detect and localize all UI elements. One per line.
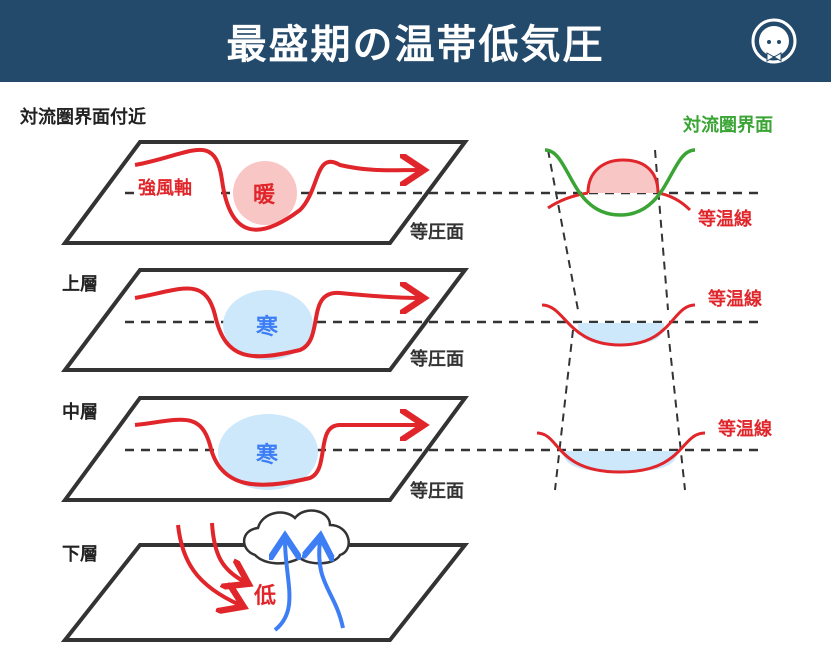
warm-label: 暖 (253, 183, 276, 208)
isobaric-surface-label: 等圧面 (410, 221, 464, 243)
jet-axis-label: 強風軸 (138, 177, 192, 199)
cross-section: 対流圏界面 等温線 等温線 等温線 (536, 114, 773, 491)
isotherm-label: 等温線 (708, 288, 762, 310)
jet-stream-arrow (134, 420, 420, 487)
low-label: 低 (253, 584, 276, 609)
tropopause-near-label: 対流圏界面付近 (19, 106, 146, 128)
cold-area (218, 414, 318, 490)
isobaric-surface-label: 等圧面 (410, 480, 464, 502)
cold-area (223, 290, 313, 360)
cold-label: 寒 (256, 442, 278, 468)
updraft-arrow (319, 540, 345, 629)
inflow-arrow (210, 522, 245, 582)
tropopause-label: 対流圏界面 (682, 114, 773, 136)
isobaric-surface-label: 等圧面 (410, 348, 464, 370)
cold-label: 寒 (256, 314, 278, 340)
logo-icon (751, 18, 797, 64)
inflow-arrow (176, 524, 240, 605)
plane-middle: 寒 等圧面 (61, 396, 760, 502)
lower-layer-label: 下層 (62, 544, 98, 565)
diagram: 対流圏界面付近 上層 中層 下層 強風軸 暖 等圧面 寒 等圧面 寒 等圧面 (19, 106, 773, 642)
tropopause-line (544, 148, 696, 217)
jet-stream-arrow (134, 288, 420, 359)
middle-layer-label: 中層 (62, 401, 98, 423)
warm-area (233, 161, 297, 225)
isotherm-label: 等温線 (698, 208, 752, 230)
jet-stream-arrow (134, 148, 420, 232)
page-title: 最盛期の温帯低気圧 (226, 22, 605, 68)
updraft-arrow (275, 540, 289, 632)
plane-lower: 低 (60, 509, 470, 642)
plane-upper: 寒 等圧面 (61, 268, 760, 372)
cloud-icon (242, 509, 350, 565)
header-bar: 最盛期の温帯低気圧 (0, 0, 831, 82)
upper-layer-label: 上層 (62, 274, 98, 295)
isotherm-label: 等温線 (718, 418, 772, 440)
